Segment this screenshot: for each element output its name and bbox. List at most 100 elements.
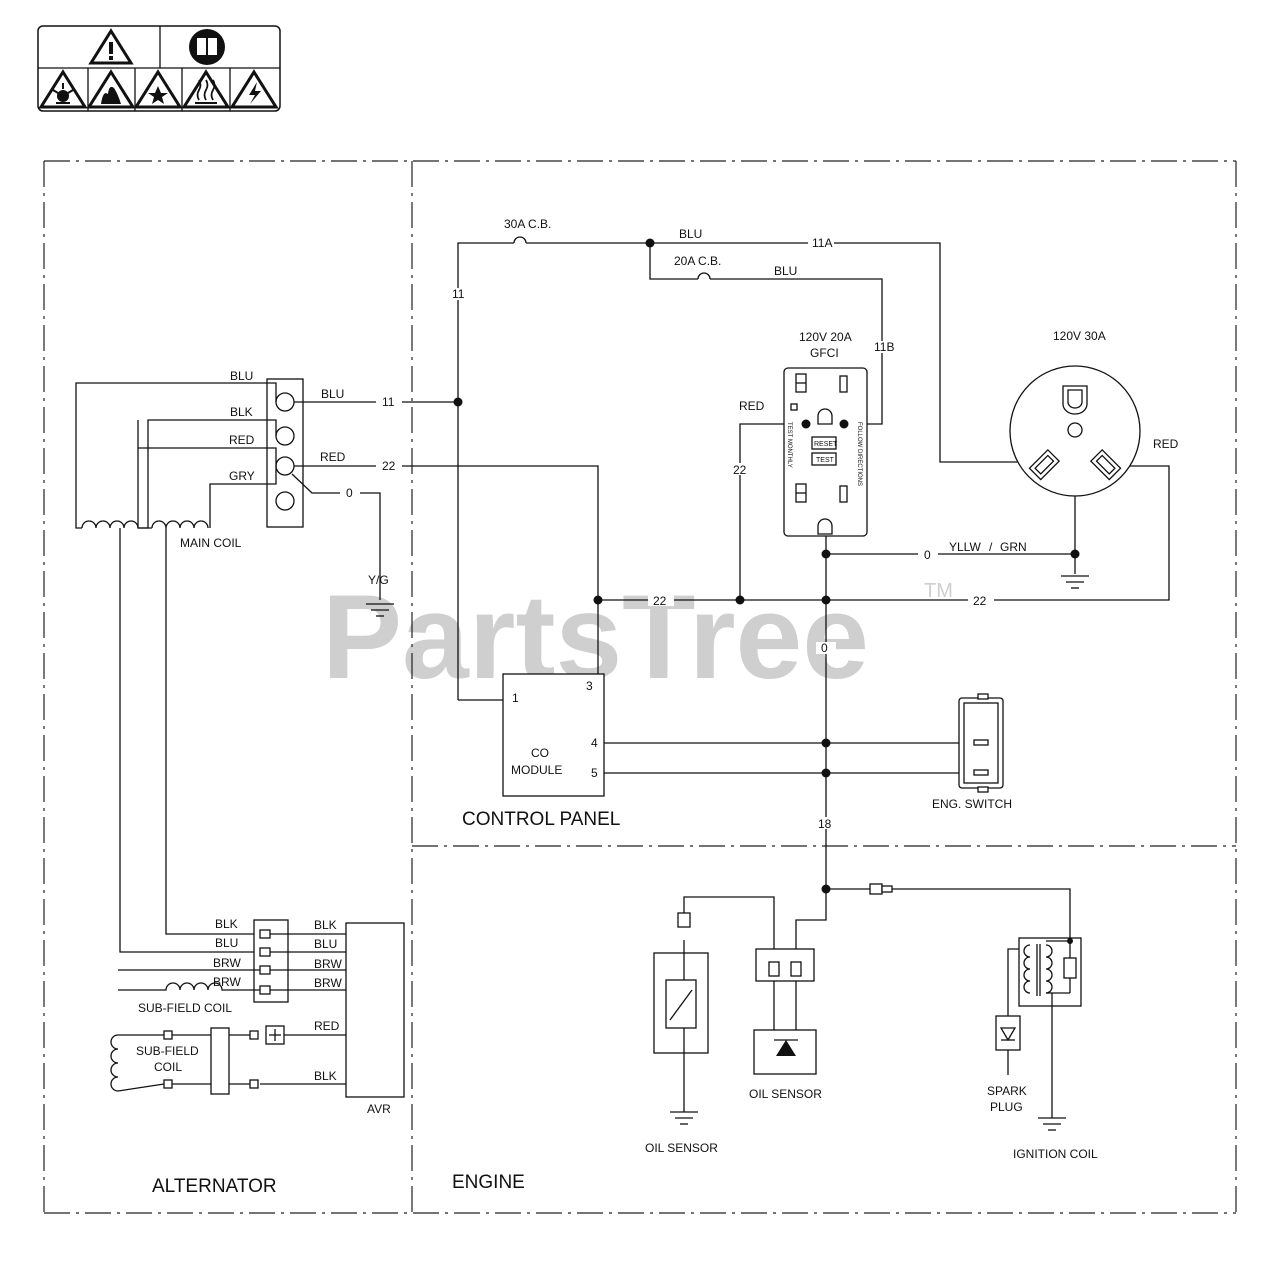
co-module-label-2: MODULE	[511, 763, 562, 777]
sub-field-coil-left-label-2: COIL	[154, 1060, 182, 1074]
breaker-30a-label: 30A C.B.	[504, 217, 551, 231]
avr-left-label-3: BRW	[213, 956, 241, 970]
avr-right-label-4: BRW	[314, 976, 342, 990]
spark-plug-label-2: PLUG	[990, 1100, 1023, 1114]
sub-field-coil-top	[118, 982, 232, 991]
sub-field-coil-top-label: SUB-FIELD COIL	[138, 1001, 232, 1015]
gfci-reset-text: RESET	[814, 441, 838, 448]
avr-left-label-1: BLK	[215, 917, 238, 931]
avr-label: AVR	[367, 1102, 391, 1116]
avr-connector-block	[253, 919, 289, 1003]
receptacle-30a	[1009, 365, 1141, 497]
co-module-label-1: CO	[531, 746, 549, 760]
ground-symbol-ignition	[1038, 1117, 1066, 1131]
hot-surface-icon	[181, 69, 231, 109]
terminal-label-gry: GRY	[229, 469, 255, 483]
gfci-receptacle	[783, 367, 868, 537]
read-manual-icon	[189, 29, 225, 65]
section-borders	[43, 160, 1237, 1214]
wire-label-0-terminal: 0	[346, 486, 353, 500]
wire-label-0-vertical: 0	[821, 641, 828, 655]
junction-dots	[453, 238, 1080, 894]
oil-sensor-switch	[653, 952, 709, 1054]
watermark-tm: TM	[924, 580, 953, 602]
co-pin-4: 4	[591, 736, 598, 750]
terminal-label-blu-out: BLU	[321, 387, 344, 401]
ignition-coil-label: IGNITION COIL	[1013, 1147, 1098, 1161]
terminal-label-blk: BLK	[230, 405, 253, 419]
wire-label-22-terminal: 22	[382, 459, 396, 473]
gfci-label-2: GFCI	[810, 346, 839, 360]
sub-field-coil-left	[110, 1025, 285, 1095]
ground-symbol-oil-sensor	[670, 1111, 698, 1125]
main-coil-label: MAIN COIL	[180, 536, 242, 550]
warning-label	[37, 25, 281, 112]
ignition-connector-left	[869, 883, 883, 895]
alternator-wires	[75, 382, 599, 953]
section-title-alternator: ALTERNATOR	[152, 1176, 277, 1197]
wire-label-slash: /	[989, 540, 993, 554]
avr-right-label-3: BRW	[314, 957, 342, 971]
explosion-hazard-icon	[38, 69, 88, 109]
shock-hazard-icon	[229, 69, 279, 109]
spark-hazard-icon	[133, 69, 183, 109]
avr-left-label-2: BLU	[215, 936, 238, 950]
wire-label-grn: GRN	[1000, 540, 1027, 554]
engine-switch	[958, 693, 1004, 793]
avr-box	[345, 922, 405, 1098]
oil-sensor-diode	[753, 948, 817, 1075]
co-pin-1: 1	[512, 691, 519, 705]
oil-sensor-connector	[677, 912, 691, 928]
eng-switch-label: ENG. SWITCH	[932, 797, 1012, 811]
alternator-terminal-block	[266, 378, 304, 528]
avr-right-label-1: BLK	[314, 918, 337, 932]
avr-right-label-2: BLU	[314, 937, 337, 951]
control-panel-wires	[457, 236, 1170, 889]
yg-label: Y/G	[368, 573, 389, 587]
gfci-side-left-text: TEST MONTHLY	[786, 422, 792, 468]
oil-sensor-left-label: OIL SENSOR	[645, 1141, 718, 1155]
wire-label-22-bus-right: 22	[973, 594, 987, 608]
spark-plug	[995, 1015, 1021, 1051]
breaker-20a-label: 20A C.B.	[674, 254, 721, 268]
co-module-box	[502, 673, 605, 797]
wire-label-11-terminal: 11	[382, 395, 395, 409]
spark-plug-label-1: SPARK	[987, 1084, 1027, 1098]
ground-symbol-receptacle	[1061, 575, 1089, 589]
section-title-control-panel: CONTROL PANEL	[462, 809, 620, 830]
gfci-test-text: TEST	[816, 457, 835, 464]
wire-label-blu-second: BLU	[774, 264, 797, 278]
terminal-label-red-out: RED	[320, 450, 346, 464]
warning-triangle-icon	[88, 28, 134, 65]
terminal-label-blu: BLU	[230, 369, 253, 383]
wire-label-yllw: YLLW	[949, 540, 981, 554]
gfci-side-right-text: FOLLOW DIRECTIONS	[856, 422, 862, 486]
receptacle-30a-label: 120V 30A	[1053, 329, 1106, 343]
co-pin-5: 5	[591, 766, 598, 780]
section-title-engine: ENGINE	[452, 1172, 525, 1193]
wire-label-red-gfci: RED	[739, 399, 765, 413]
wire-label-22-bus-left: 22	[653, 594, 667, 608]
wire-label-22-vertical: 22	[733, 463, 747, 477]
avr-left-label-4: BRW	[213, 975, 241, 989]
wire-label-0-ground: 0	[924, 548, 931, 562]
main-coil	[81, 520, 209, 529]
avr-wires	[118, 933, 346, 1085]
terminal-label-red: RED	[229, 433, 255, 447]
oil-sensor-right-label: OIL SENSOR	[749, 1087, 822, 1101]
ground-symbol-yg	[366, 603, 394, 617]
avr-blk-label: BLK	[314, 1069, 337, 1083]
ignition-coil	[1018, 937, 1082, 1007]
co-pin-3: 3	[586, 679, 593, 693]
gfci-label-1: 120V 20A	[799, 330, 852, 344]
wire-label-18: 18	[818, 817, 832, 831]
sub-field-coil-left-label-1: SUB-FIELD	[136, 1044, 199, 1058]
fire-hazard-icon	[86, 69, 136, 109]
wire-label-11b: 11B	[874, 340, 894, 354]
ignition-connector-right	[881, 885, 893, 893]
avr-red-label: RED	[314, 1019, 340, 1033]
wire-label-11-vertical: 11	[452, 287, 465, 301]
wire-label-blu-top: BLU	[679, 227, 702, 241]
wire-label-red-30a: RED	[1153, 437, 1179, 451]
